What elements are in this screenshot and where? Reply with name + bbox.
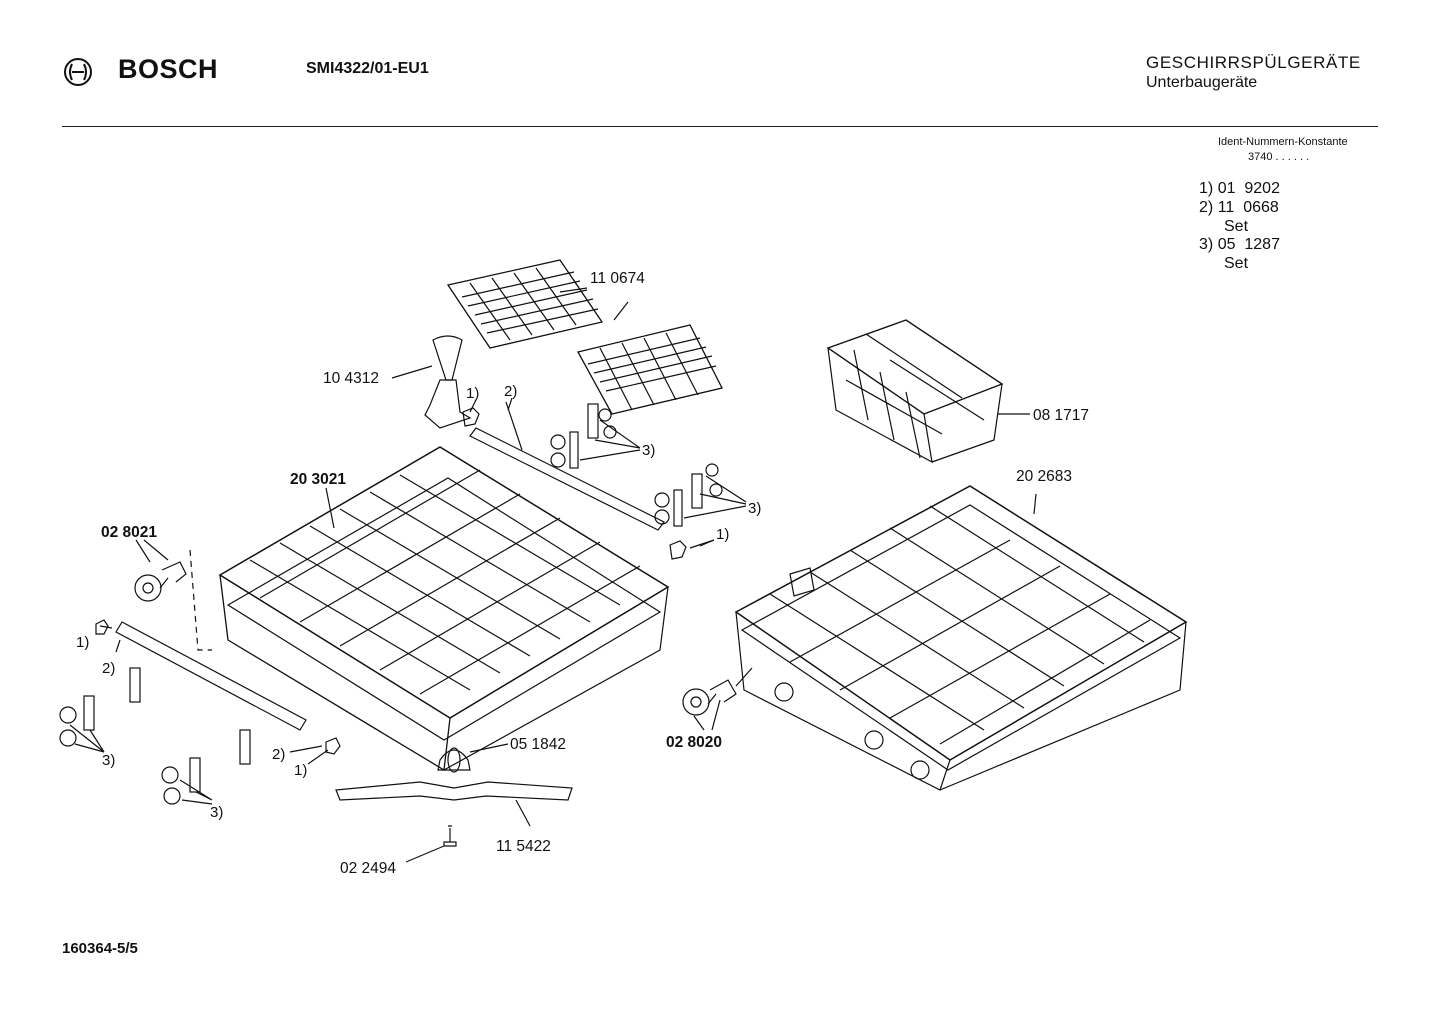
note-marker-3: 3) [102,752,116,769]
legend-number: 01 9202 [1217,180,1280,197]
note-leaders [99,397,715,765]
legend-item-2: 2) 11 0668 [1199,199,1279,217]
wheel-028020 [682,667,753,716]
spray-arm-hub [437,747,471,773]
roller-group-lower-1 [59,667,141,753]
clip-front [325,737,341,755]
leader-115422 [515,799,531,827]
part-label-028020: 02 8020 [666,734,723,751]
ident-constant: 3740 . . . . . . [1248,151,1310,163]
header-divider [62,126,1378,127]
roller-group-upper-2 [654,463,747,527]
note-marker-2: 2) [272,746,286,763]
category-title: GESCHIRRSPÜLGERÄTE [1146,53,1361,72]
bosch-logo-icon [64,58,92,86]
upper-basket [218,446,670,772]
part-label-022494: 02 2494 [340,860,397,877]
brand-name: BOSCH [118,54,219,84]
screw-022494 [443,825,457,847]
leader-022494 [405,845,445,863]
part-label-028021: 02 8021 [101,524,158,541]
legend-item-1: 1) 01 9202 [1199,180,1280,198]
roller-group-lower-2 [161,729,251,805]
part-label-202683: 20 2683 [1016,468,1073,485]
legend-item-3: 3) 05 1287 [1199,236,1280,254]
note-marker-2: 2) [102,660,116,677]
cutlery-insert-rack-1 [446,259,604,349]
spray-arm [335,781,573,801]
part-label-115422: 11 5422 [496,838,551,855]
leader-028021 [135,539,169,563]
legend-key: 1) [1199,180,1214,197]
note-marker-1: 1) [466,385,480,402]
subcategory-title: Unterbaugeräte [1146,74,1258,91]
roller-group-upper-1 [550,403,641,469]
wheel-028021 [134,561,187,602]
rail-strip-lower [115,621,307,731]
legend-number: 11 0668 [1217,199,1279,216]
part-label-051842: 05 1842 [510,736,567,753]
leader-203021 [325,487,335,529]
legend-key: 3) [1199,236,1214,253]
legend-number: 05 1287 [1217,236,1280,253]
legend-key: 2) [1199,199,1214,216]
clip-left [95,619,109,635]
document-reference: 160364-5/5 [62,940,138,957]
leader-028020 [693,699,721,731]
part-label-110674: 11 0674 [590,270,645,287]
cutlery-basket [826,319,1004,464]
lower-basket [734,485,1188,791]
cutlery-insert-rack-2 [577,324,723,415]
leader-rail [505,401,523,451]
assembly-line [189,549,212,651]
note-marker-2: 2) [504,383,518,400]
legend-note-2: Set [1224,218,1249,235]
note-marker-3: 3) [642,442,656,459]
leader-051842 [469,743,509,753]
legend-note-3: Set [1224,255,1249,272]
leader-202683 [1033,493,1037,515]
model-number: SMI4322/01-EU1 [306,60,429,77]
part-label-081717: 08 1717 [1033,407,1090,424]
note-marker-1: 1) [76,634,90,651]
note-marker-3: 3) [748,500,762,517]
part-label-104312: 10 4312 [323,370,380,387]
note-marker-1: 1) [716,526,730,543]
part-label-203021: 20 3021 [290,471,347,488]
note-marker-3: 3) [210,804,224,821]
leader-110674 [559,287,629,321]
ident-title: Ident-Nummern-Konstante [1218,136,1348,148]
note-marker-1: 1) [294,762,308,779]
tine-handle [424,335,472,429]
leader-104312 [391,365,433,379]
rail-strip-upper [469,427,665,531]
